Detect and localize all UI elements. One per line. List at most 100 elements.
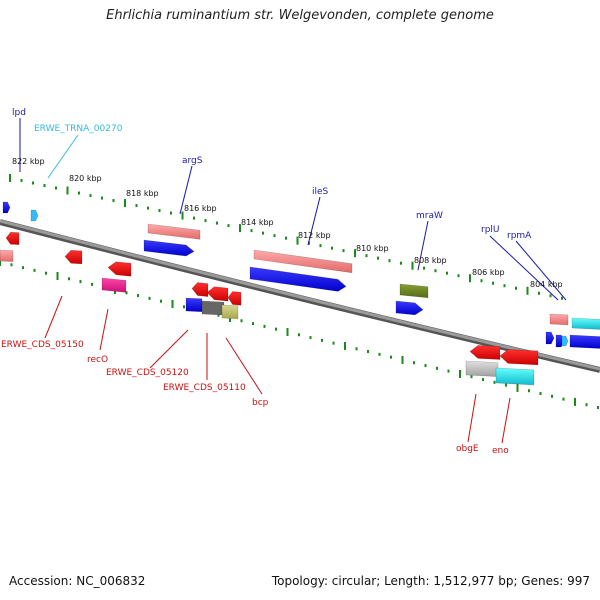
backbone-line: [0, 219, 600, 371]
gene-pink-left-body[interactable]: [0, 249, 14, 262]
gene-rplu-body[interactable]: [545, 331, 555, 345]
gene-cds-05120-protein-body[interactable]: [185, 297, 203, 313]
leader-rpma: [515, 240, 567, 301]
gene-eno[interactable]: [499, 349, 539, 366]
leader-iles: [307, 196, 321, 246]
gene-red-left-body[interactable]: [5, 231, 20, 245]
gene-args[interactable]: [143, 239, 195, 257]
gene-bcp-body[interactable]: [227, 291, 242, 306]
genome-summary-text: Topology: circular; Length: 1,512,977 bp…: [271, 574, 590, 588]
gene-label-obge[interactable]: obgE: [456, 444, 479, 454]
leader-mraw: [417, 220, 429, 271]
gene-cds-05150-body[interactable]: [64, 249, 83, 265]
gene-cds-05110-protein[interactable]: [201, 300, 225, 316]
leader-obge: [467, 393, 477, 443]
gene-label-eno[interactable]: eno: [492, 446, 509, 456]
gene-lpd-body[interactable]: [2, 201, 11, 214]
ruler-label: 814 kbp: [241, 218, 274, 227]
gene-iles-protein-body[interactable]: [253, 249, 353, 274]
leader-rplu: [489, 235, 559, 301]
leader-args: [179, 165, 193, 215]
gene-cds-05120-protein[interactable]: [185, 297, 203, 313]
gene-reco[interactable]: [107, 261, 132, 277]
gene-obge-body[interactable]: [469, 345, 501, 360]
gene-obge[interactable]: [469, 345, 501, 360]
gene-reco-protein-body[interactable]: [101, 277, 127, 293]
gene-label-mraw[interactable]: mraW: [416, 211, 443, 221]
gene-reco-protein[interactable]: [101, 277, 127, 293]
trna-00270-body[interactable]: [30, 209, 39, 222]
gene-label-cds-05110[interactable]: ERWE_CDS_05110: [163, 383, 246, 393]
gene-cds-05110-body[interactable]: [206, 286, 229, 302]
gene-obge-protein-body[interactable]: [465, 360, 499, 377]
gene-bcp-protein[interactable]: [221, 304, 239, 320]
gene-cds-05110[interactable]: [206, 286, 229, 302]
label-leader-lines: [19, 118, 567, 444]
gene-mraw-protein[interactable]: [399, 283, 429, 299]
gene-eno-protein[interactable]: [495, 367, 535, 386]
trna-00270[interactable]: [30, 209, 39, 222]
gene-red-left[interactable]: [5, 231, 20, 245]
gene-eno-body[interactable]: [499, 349, 539, 366]
ruler-label: 822 kbp: [12, 157, 45, 166]
gene-rpma-body[interactable]: [569, 334, 600, 349]
gene-cds-05110-protein-body[interactable]: [201, 300, 225, 316]
ruler-label: 808 kbp: [414, 256, 447, 265]
map-title: Ehrlichia ruminantium str. Welgevonden, …: [106, 8, 494, 23]
gene-label-cds-05150[interactable]: ERWE_CDS_05150: [1, 340, 84, 350]
gene-pink-left[interactable]: [0, 249, 14, 262]
gene-iles-protein[interactable]: [253, 249, 353, 274]
gene-args-protein[interactable]: [147, 223, 201, 240]
genome-backbone: [0, 219, 600, 373]
gene-args-body[interactable]: [143, 239, 195, 257]
gene-rpma-protein[interactable]: [571, 317, 600, 330]
gene-small-cyan[interactable]: [561, 335, 569, 347]
gene-rpma[interactable]: [569, 334, 600, 349]
gene-label-rpma[interactable]: rpmA: [507, 231, 532, 241]
gene-rplu[interactable]: [545, 331, 555, 345]
gene-rpma-protein-body[interactable]: [571, 317, 600, 330]
gene-cds-05150[interactable]: [64, 249, 83, 265]
gene-bcp[interactable]: [227, 291, 242, 306]
gene-label-reco[interactable]: recO: [87, 355, 108, 365]
gene-bcp-protein-body[interactable]: [221, 304, 239, 320]
leader-eno: [501, 397, 511, 444]
gene-args-protein-body[interactable]: [147, 223, 201, 240]
gene-label-bcp[interactable]: bcp: [252, 398, 269, 408]
ruler-label: 804 kbp: [530, 280, 563, 289]
gene-mraw[interactable]: [395, 300, 424, 316]
ruler-label: 816 kbp: [184, 204, 217, 213]
gene-reco-body[interactable]: [107, 261, 132, 277]
gene-lpd[interactable]: [2, 201, 11, 214]
gene-rplu-protein-body[interactable]: [549, 313, 569, 326]
gene-iles-body[interactable]: [249, 266, 347, 292]
gene-rplu-protein[interactable]: [549, 313, 569, 326]
gene-cds-05120[interactable]: [191, 282, 209, 297]
gene-mraw-protein-body[interactable]: [399, 283, 429, 299]
gene-cds-05120-body[interactable]: [191, 282, 209, 297]
ruler-label: 812 kbp: [298, 231, 331, 240]
feature-group[interactable]: [0, 201, 600, 386]
ruler-label: 818 kbp: [126, 189, 159, 198]
gene-label-cds-05120[interactable]: ERWE_CDS_05120: [106, 368, 189, 378]
gene-label-args[interactable]: argS: [182, 156, 203, 166]
leader-bcp: [225, 337, 263, 395]
leader-cds-05120: [149, 329, 189, 369]
gene-obge-protein[interactable]: [465, 360, 499, 377]
ruler-label: 810 kbp: [356, 244, 389, 253]
accession-text: Accession: NC_006832: [9, 574, 146, 588]
leader-reco: [99, 308, 109, 351]
leader-trna: [47, 134, 79, 179]
gene-mraw-body[interactable]: [395, 300, 424, 316]
gene-eno-protein-body[interactable]: [495, 367, 535, 386]
ruler-label: 820 kbp: [69, 174, 102, 183]
ruler-label: 806 kbp: [472, 268, 505, 277]
gene-label-trna-00270[interactable]: ERWE_TRNA_00270: [34, 124, 123, 134]
gene-small-cyan-body[interactable]: [561, 335, 569, 347]
gene-label-iles[interactable]: ileS: [312, 187, 329, 197]
gene-label-lpd[interactable]: lpd: [12, 108, 26, 118]
gene-label-rplu[interactable]: rplU: [481, 225, 500, 235]
leader-cds-05150: [44, 295, 63, 339]
gene-iles[interactable]: [249, 266, 347, 292]
